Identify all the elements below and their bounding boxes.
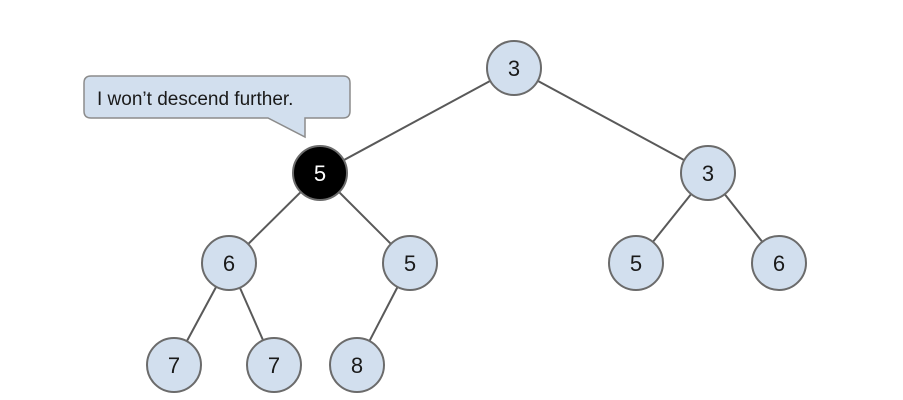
tree-node-left-right: 5 [382, 235, 438, 291]
tree-node-left: 5 [292, 145, 348, 201]
edge-root-to-left [319, 67, 515, 174]
speech-bubble-shape [83, 75, 351, 139]
node-label: 5 [404, 251, 416, 276]
node-label: 3 [702, 161, 714, 186]
node-label: 5 [314, 161, 326, 186]
node-circle [146, 337, 202, 393]
node-circle [246, 337, 302, 393]
speech-bubble-text: I won’t descend further. [97, 89, 293, 110]
tree-node-root: 3 [486, 40, 542, 96]
node-circle [292, 145, 348, 201]
node-circle [608, 235, 664, 291]
node-circle [382, 235, 438, 291]
tree-node-left-left: 6 [201, 235, 257, 291]
nodes-layer: 3 5 3 6 5 5 6 7 7 8 [146, 40, 807, 393]
node-circle [751, 235, 807, 291]
tree-node-left-left-right: 7 [246, 337, 302, 393]
node-label: 6 [223, 251, 235, 276]
tree-node-right-left: 5 [608, 235, 664, 291]
node-label: 3 [508, 56, 520, 81]
node-circle [486, 40, 542, 96]
tree-node-right-right: 6 [751, 235, 807, 291]
node-label: 8 [351, 353, 363, 378]
tree-node-left-right-left: 8 [329, 337, 385, 393]
tree-node-right: 3 [680, 145, 736, 201]
node-circle [680, 145, 736, 201]
node-label: 7 [268, 353, 280, 378]
speech-bubble: I won’t descend further. [83, 75, 351, 139]
node-label: 7 [168, 353, 180, 378]
tree-node-left-left-left: 7 [146, 337, 202, 393]
node-circle [201, 235, 257, 291]
node-label: 6 [773, 251, 785, 276]
node-circle [329, 337, 385, 393]
node-label: 5 [630, 251, 642, 276]
edge-root-to-right [513, 67, 709, 174]
